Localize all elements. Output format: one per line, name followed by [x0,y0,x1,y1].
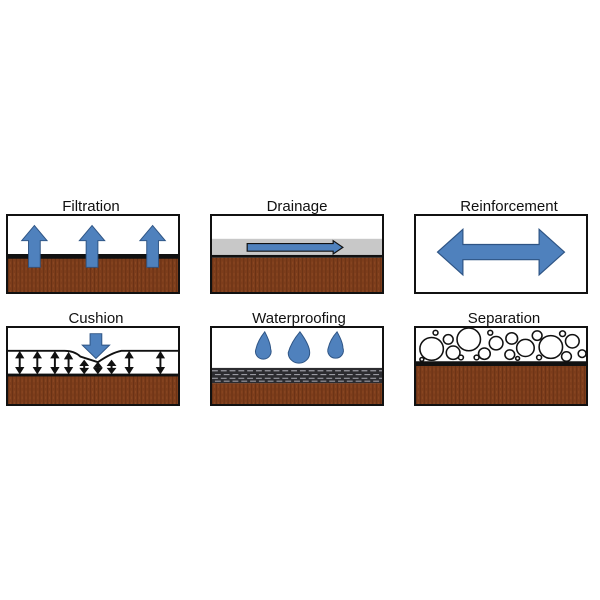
up-arrow-icon [138,224,167,268]
waterproofing-title: Waterproofing [252,310,346,327]
membrane-layer [212,370,382,382]
compression-arrows [15,350,166,375]
reinforcement-title: Reinforcement [460,198,558,215]
filtration-title: Filtration [62,198,120,215]
separation-title: Separation [467,310,541,327]
up-arrow-icon [78,224,106,268]
cushion-panel [6,326,180,406]
down-arrow-icon [81,333,111,360]
reinforcement-panel [414,214,588,294]
separation-panel [414,326,588,406]
water-drop-icon [255,330,272,360]
filtration-panel [6,214,180,294]
right-arrow-icon [246,239,344,256]
cushion-title: Cushion [68,310,124,327]
water-drop-icon [287,331,311,364]
double-arrow-icon [436,227,566,277]
stone-icon [419,328,586,363]
up-arrow-icon [20,224,49,268]
waterproofing-panel [210,326,384,406]
water-drop-icon [327,330,344,359]
drainage-title: Drainage [266,198,328,215]
drainage-panel [210,214,384,294]
